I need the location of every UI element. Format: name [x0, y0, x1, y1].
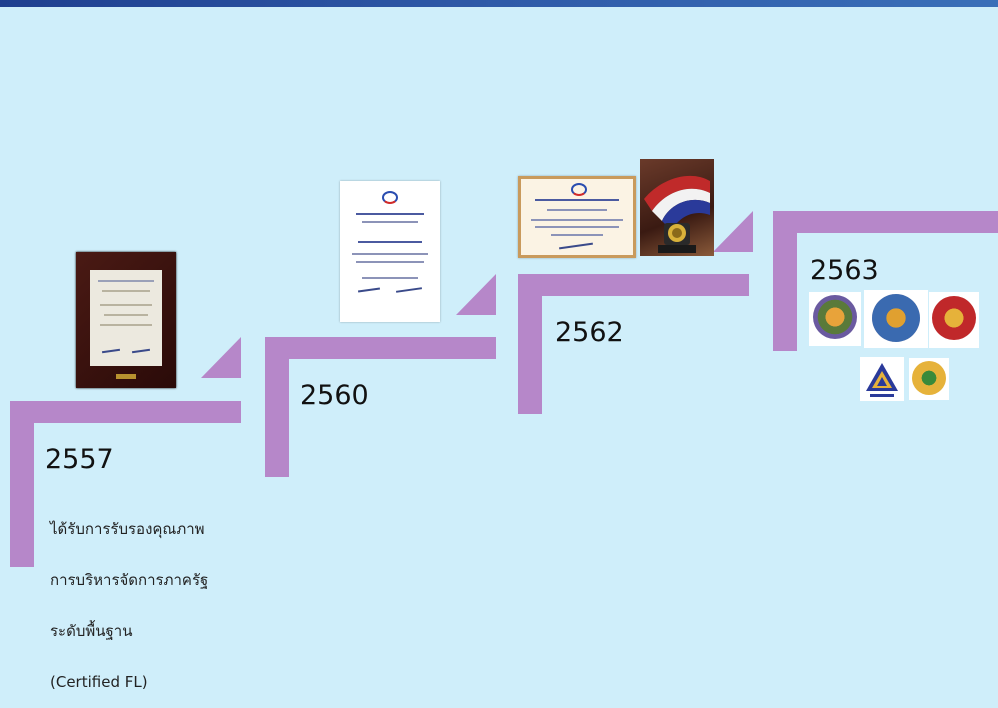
seal-3 — [929, 292, 979, 348]
year-2557: 2557 — [45, 444, 114, 475]
year-2562: 2562 — [555, 317, 624, 348]
stair-2-horizontal — [265, 337, 496, 359]
stair-3-horizontal — [518, 274, 749, 296]
logo-icon — [382, 191, 398, 204]
logo-icon — [571, 183, 587, 196]
stair-4-vertical — [773, 211, 797, 351]
trophy-icon — [644, 175, 710, 253]
stair-4-horizontal — [773, 211, 998, 233]
top-bar — [0, 0, 998, 7]
plaque-certificate — [90, 270, 162, 366]
stair-1-vertical — [10, 401, 34, 567]
caption-line-3: ระดับพื้นฐาน — [50, 622, 133, 640]
caption-2557: ได้รับการรับรองคุณภาพ การบริหารจัดการภาค… — [50, 487, 208, 708]
plaque-nameplate — [116, 374, 136, 379]
caption-line-4: (Certified FL) — [50, 673, 148, 691]
seal-5 — [909, 358, 949, 400]
seal-2 — [864, 290, 928, 348]
year-2560: 2560 — [300, 380, 369, 411]
stair-3-vertical — [518, 274, 542, 414]
stair-3-arrow — [713, 211, 753, 252]
stair-1-horizontal — [10, 401, 241, 423]
stair-2-arrow — [456, 274, 496, 315]
trophy-photo-2562 — [640, 159, 714, 256]
caption-line-1: ได้รับการรับรองคุณภาพ — [50, 520, 205, 538]
year-2563: 2563 — [810, 255, 879, 286]
certificate-2560 — [340, 181, 440, 322]
certificate-2562 — [518, 176, 636, 258]
award-plaque-2557 — [76, 252, 176, 388]
seal-4-triangle-logo — [860, 357, 904, 401]
seal-1 — [809, 292, 861, 346]
stair-2-vertical — [265, 337, 289, 477]
stair-1-arrow — [201, 337, 241, 378]
caption-line-2: การบริหารจัดการภาครัฐ — [50, 571, 209, 589]
